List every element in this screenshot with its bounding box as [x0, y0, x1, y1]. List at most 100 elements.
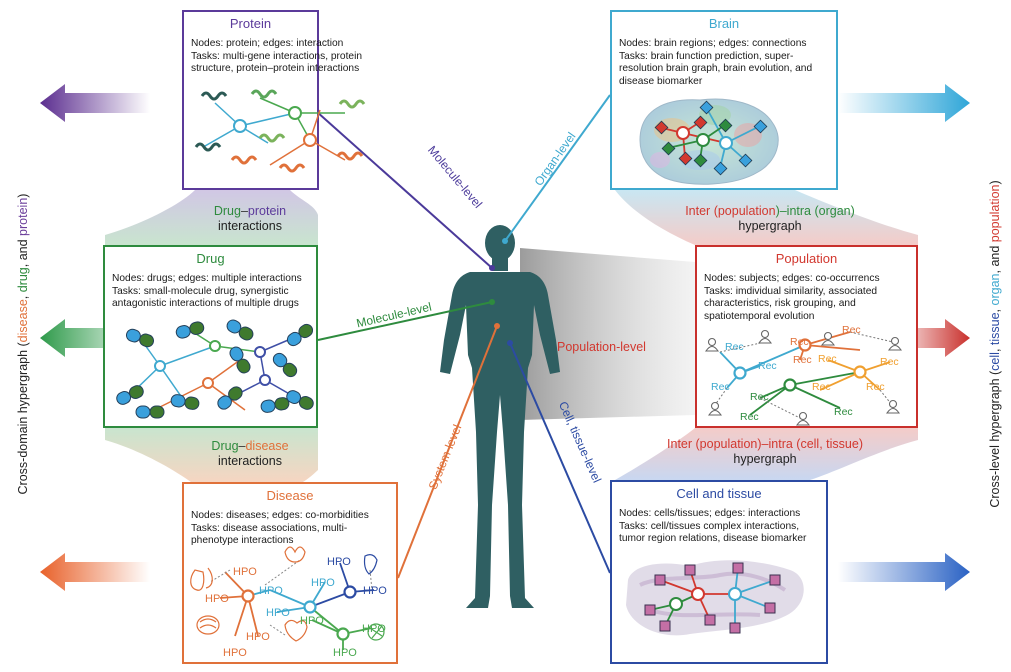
- band-word: –: [238, 439, 246, 453]
- population-desc-line: Nodes: subjects; edges: co-occurrencs: [704, 273, 880, 284]
- band-word: )–intra (: [775, 204, 819, 218]
- hpo-label: HPO: [266, 607, 290, 619]
- band-word: protein: [247, 204, 287, 218]
- band-line2: hypergraph: [733, 452, 797, 466]
- disease-title: Disease: [266, 488, 314, 503]
- side-word: cell: [988, 352, 1002, 371]
- population-description: Nodes: subjects; edges: co-occurrencs Ta…: [704, 273, 911, 323]
- disease-description: Nodes: diseases; edges: co-morbidities T…: [191, 510, 391, 548]
- rec-label: Rec: [740, 411, 759, 423]
- band-word: population: [699, 437, 758, 451]
- rec-label: Rec: [842, 324, 861, 336]
- side-word: Cross-level hypergraph (: [988, 370, 1002, 508]
- side-word: population: [988, 184, 1002, 243]
- population-desc-line: characteristics, risk grouping, and: [704, 298, 856, 310]
- disease-desc-line: phenotype interactions: [191, 535, 294, 547]
- side-word: protein: [16, 197, 30, 236]
- protein-title: Protein: [229, 16, 272, 31]
- brain-description: Nodes: brain regions; edges: connections…: [619, 38, 831, 88]
- disease-desc-line: Tasks: disease associations, multi-: [191, 522, 348, 534]
- rec-label: Rec: [750, 391, 769, 403]
- rec-label: Rec: [866, 381, 885, 393]
- cell-desc-line: tumor region relations, disease biomarke…: [619, 533, 807, 545]
- rec-label: Rec: [812, 381, 831, 393]
- hpo-label: HPO: [363, 585, 387, 597]
- drug-protein-band-label: Drug–protein interactions: [185, 204, 315, 234]
- cell-population-band-label: Inter (population)–intra (cell, tissue) …: [640, 437, 890, 467]
- side-word: disease: [16, 299, 30, 343]
- side-word: ,: [16, 292, 30, 300]
- rec-label: Rec: [725, 341, 744, 353]
- brain-desc-line: resolution brain graph, brain evolution,…: [619, 63, 813, 75]
- population-desc-line: Tasks: imdividual similarity, associated: [704, 285, 878, 297]
- rec-label: Rec: [790, 336, 809, 348]
- band-word: –: [240, 204, 248, 218]
- rec-label: Rec: [711, 381, 730, 393]
- band-word: ): [858, 437, 863, 451]
- brain-title: Brain: [708, 16, 740, 31]
- brain-desc-line: Tasks: brain function prediction, super-: [619, 50, 794, 62]
- protein-desc-line: Nodes: protein; edges: interaction: [191, 38, 344, 49]
- band-word: population: [717, 204, 776, 218]
- band-word: Drug: [211, 439, 239, 453]
- side-word: ): [988, 180, 1002, 185]
- cross-level-hypergraph-title: Cross-level hypergraph (cell, tissue, or…: [988, 164, 1002, 524]
- rec-label: Rec: [834, 406, 853, 418]
- band-line2: interactions: [218, 219, 282, 233]
- drug-panel: Drug Nodes: drugs; edges: multiple inter…: [103, 245, 318, 428]
- cell-desc-line: Tasks: cell/tissues complex interactions…: [619, 520, 800, 532]
- protein-description: Nodes: protein; edges: interaction Tasks…: [191, 38, 391, 76]
- band-word: ): [850, 204, 855, 218]
- rec-label: Rec: [880, 356, 899, 368]
- side-word: drug: [16, 267, 30, 293]
- cell-tissue-title: Cell and tissue: [676, 486, 762, 501]
- hpo-label: HPO: [205, 593, 229, 605]
- brain-panel: Brain Nodes: brain regions; edges: conne…: [610, 10, 838, 190]
- drug-desc-line: antagonistic interactions of multiple dr…: [112, 298, 299, 310]
- hpo-label: HPO: [259, 585, 283, 597]
- band-word: )–intra (: [757, 437, 801, 451]
- hpo-label: HPO: [311, 577, 335, 589]
- rec-label: Rec: [758, 360, 777, 372]
- side-word: ): [16, 193, 30, 198]
- disease-desc-line: Nodes: diseases; edges: co-morbidities: [191, 510, 369, 521]
- side-word: organ: [988, 273, 1002, 306]
- cell-desc-line: Nodes: cells/tissues; edges: interaction…: [619, 508, 801, 519]
- side-word: , and: [16, 235, 30, 268]
- cell-tissue-description: Nodes: cells/tissues; edges: interaction…: [619, 508, 821, 546]
- side-word: , and: [988, 242, 1002, 274]
- drug-description: Nodes: drugs; edges: multiple interactio…: [112, 273, 311, 311]
- hpo-label: HPO: [362, 623, 386, 635]
- hpo-label: HPO: [223, 647, 247, 659]
- population-desc-line: spatiotemporal evolution: [704, 310, 815, 322]
- band-word: Drug: [213, 204, 241, 218]
- band-word: disease: [245, 439, 289, 453]
- side-word: tissue: [988, 312, 1002, 346]
- human-silhouette: [440, 225, 560, 608]
- drug-title: Drug: [196, 251, 225, 266]
- protein-panel: Protein Nodes: protein; edges: interacti…: [182, 10, 362, 190]
- rec-label: Rec: [818, 353, 837, 365]
- drug-desc-line: Tasks: small-molecule drug, synergistic: [112, 285, 289, 297]
- side-word: ,: [988, 345, 1002, 353]
- side-word: ,: [988, 305, 1002, 313]
- hpo-label: HPO: [233, 566, 257, 578]
- band-line2: interactions: [218, 454, 282, 468]
- hpo-label: HPO: [300, 615, 324, 627]
- population-level-label: Population-level: [557, 340, 646, 354]
- band-word: cell, tissue: [800, 437, 859, 451]
- band-line2: hypergraph: [738, 219, 802, 233]
- organ-population-band-label: Inter (population)–intra (organ) hypergr…: [660, 204, 880, 234]
- population-title: Population: [775, 251, 838, 266]
- side-word: Cross-domain hypergraph (: [16, 342, 30, 495]
- band-word: Inter (: [667, 437, 700, 451]
- rec-label: Rec: [793, 354, 812, 366]
- cross-domain-hypergraph-title: Cross-domain hypergraph (disease, drug, …: [16, 174, 30, 514]
- drug-disease-band-label: Drug–disease interactions: [185, 439, 315, 469]
- band-word: Inter (: [685, 204, 718, 218]
- hpo-label: HPO: [333, 647, 357, 659]
- protein-desc-line: structure, protein–protein interactions: [191, 63, 360, 75]
- brain-desc-line: disease biomarker: [619, 75, 703, 87]
